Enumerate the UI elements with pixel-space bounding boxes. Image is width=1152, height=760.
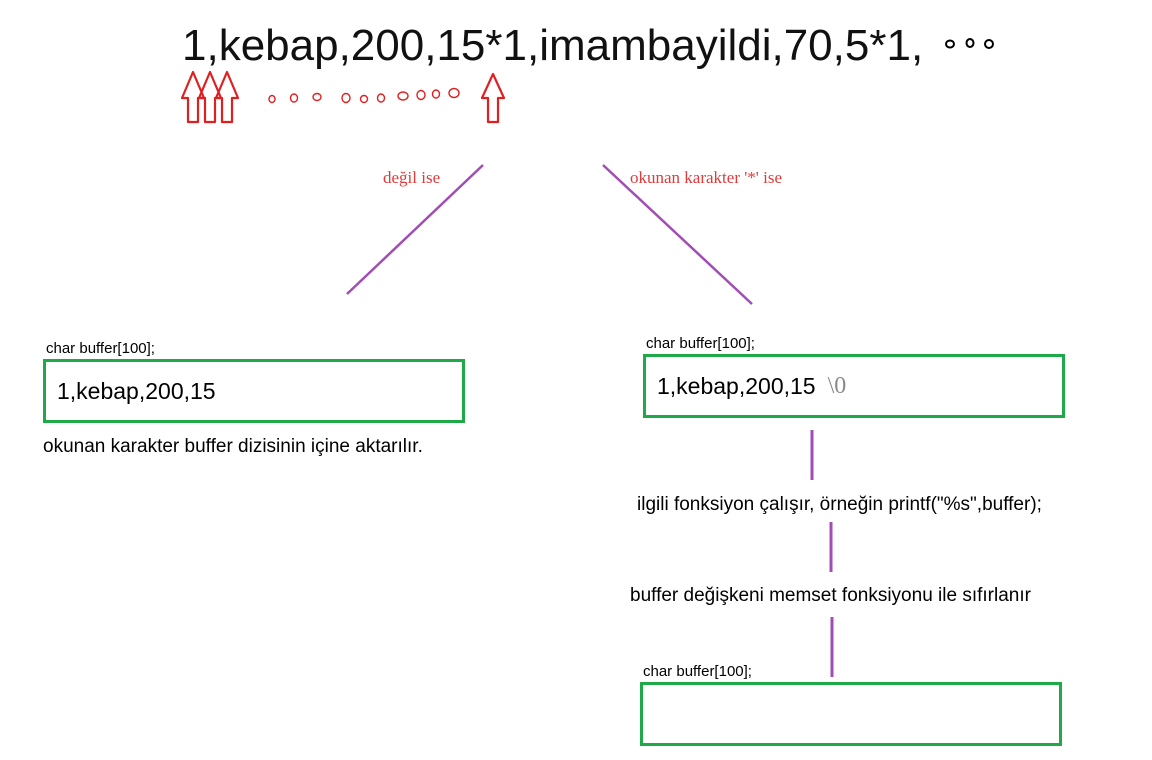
left-description: okunan karakter buffer dizisinin içine a… [43, 436, 423, 457]
left-branch-condition: değil ise [383, 168, 441, 187]
step-memset-reset: buffer değişkeni memset fonksiyonu ile s… [630, 585, 1031, 606]
right-branch-line [602, 164, 753, 305]
step-function-call: ilgili fonksiyon çalışır, örneğin printf… [637, 494, 1042, 515]
up-arrow-icon [197, 70, 223, 124]
left-buffer-declaration: char buffer[100]; [46, 340, 155, 357]
left-buffer-content: 1,kebap,200,15 [57, 377, 216, 404]
right-branch-condition: okunan karakter '*' ise [630, 168, 782, 187]
null-terminator: \0 [827, 372, 847, 399]
input-string-title: 1,kebap,200,15*1,imambayildi,70,5*1, [182, 21, 924, 70]
left-buffer-box: 1,kebap,200,15 [43, 359, 465, 423]
right-buffer-box: 1,kebap,200,15 \0 [643, 354, 1065, 418]
right-buffer-declaration: char buffer[100]; [646, 335, 755, 352]
left-branch-line [346, 164, 484, 295]
up-arrow-icon [214, 70, 240, 124]
scribble-marks [268, 87, 460, 104]
title-scribbles [945, 38, 994, 49]
up-arrow-icon [480, 72, 506, 124]
reset-buffer-box [640, 682, 1062, 746]
reset-buffer-declaration: char buffer[100]; [643, 663, 752, 680]
up-arrow-icon [180, 70, 206, 124]
right-buffer-content: 1,kebap,200,15 [657, 372, 816, 399]
